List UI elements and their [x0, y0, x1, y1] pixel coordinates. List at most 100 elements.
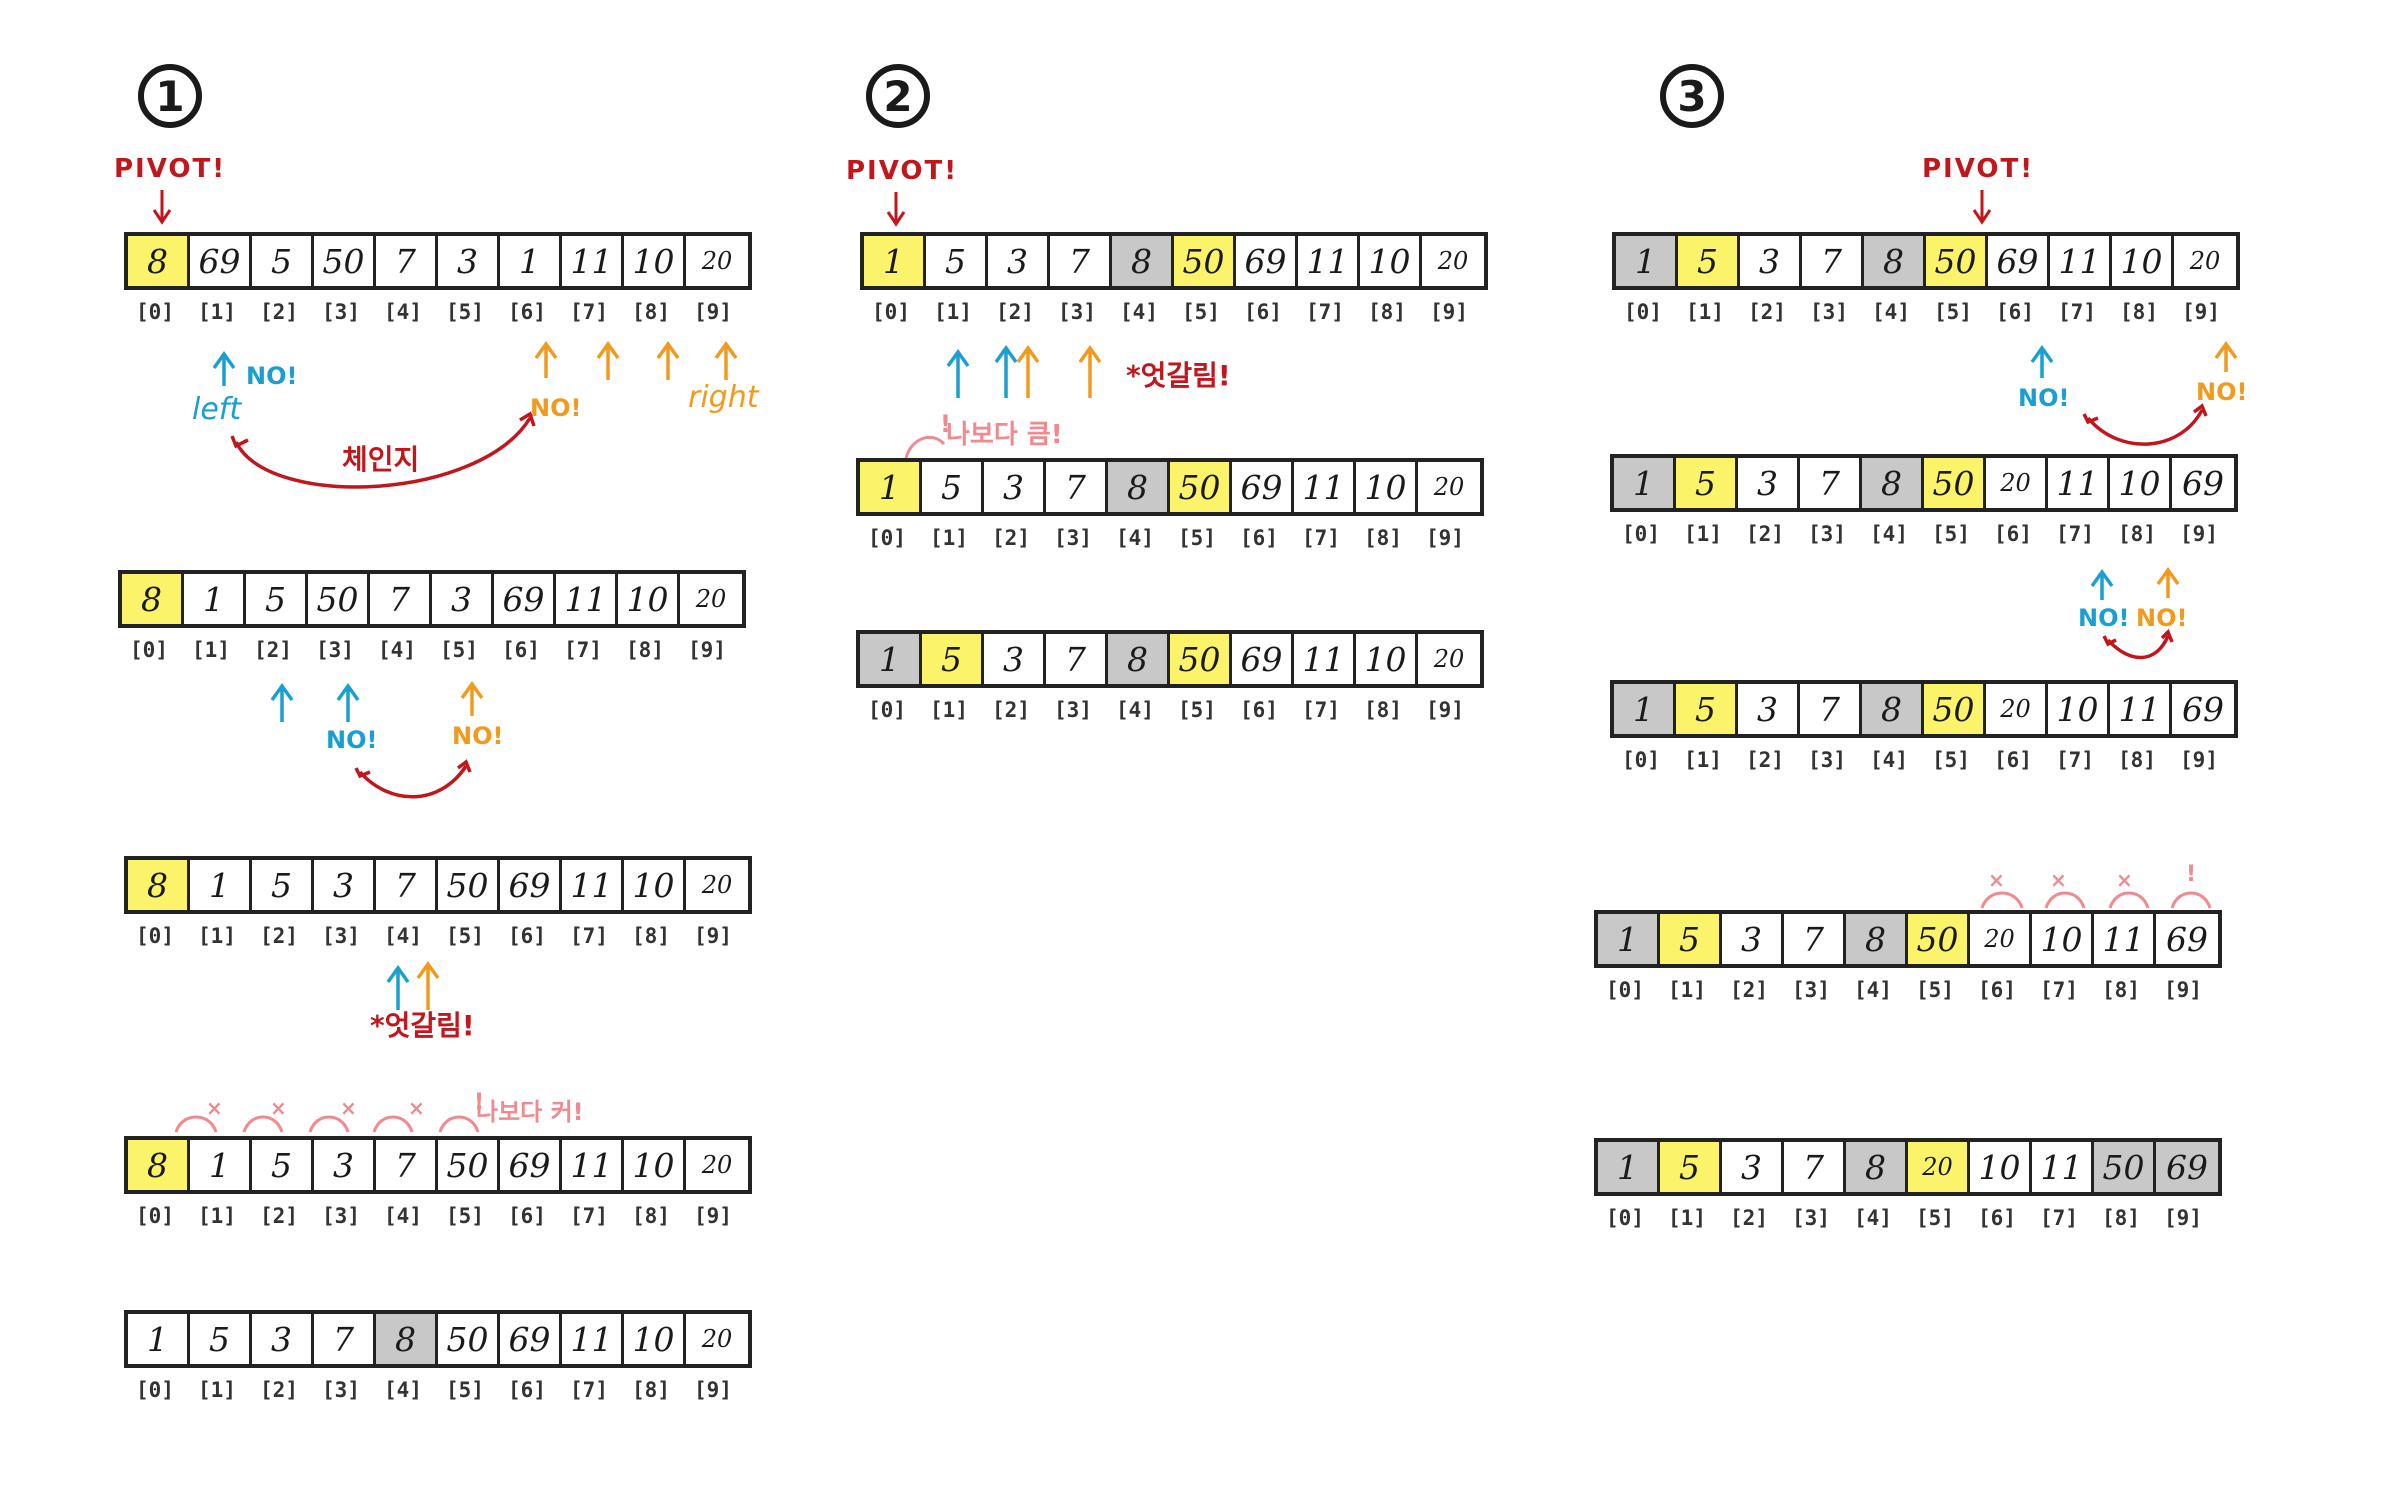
array-cell: 5: [252, 1140, 314, 1190]
array-cell: 7: [1784, 914, 1846, 964]
section-number-3: 3: [1660, 64, 1724, 128]
index-row-1-2: [0][1][2][3][4][5][6][7][8][9]: [118, 638, 738, 662]
array-cell: 50: [438, 1140, 500, 1190]
array-cell: 69: [500, 1314, 562, 1364]
index-label: [9]: [2180, 748, 2218, 772]
array-cell: 8: [128, 860, 190, 910]
array-cell: 69: [1236, 236, 1298, 286]
array-cell: 3: [1722, 914, 1784, 964]
array-cell: 3: [1738, 458, 1800, 508]
index-label: [2]: [1730, 1206, 1768, 1230]
no-label-right-1: NO!: [530, 394, 582, 422]
array-cell: 69: [2182, 463, 2224, 503]
array-cell: 3: [314, 860, 376, 910]
array-cell: 5: [1660, 1142, 1722, 1192]
bigger-label-1: 나보다 커!: [476, 1098, 584, 1126]
array-cell: 8: [1862, 684, 1924, 734]
array-cell: 20: [1433, 645, 1465, 673]
array-cell: 7: [314, 1314, 376, 1364]
array-cell: 69: [1232, 634, 1294, 684]
array-cell: 50: [1174, 236, 1236, 286]
index-label: [6]: [1994, 522, 2032, 546]
exclaim-mark: !: [940, 410, 951, 438]
index-label: [6]: [508, 924, 546, 948]
index-label: [4]: [384, 1378, 422, 1402]
array-cell: 11: [1294, 462, 1356, 512]
array-cell: 5: [252, 236, 314, 286]
array-cell: 10: [1356, 462, 1418, 512]
array-cell: 5: [1676, 458, 1738, 508]
pivot-label-1: PIVOT!: [114, 154, 227, 184]
index-row-3-5: [0][1][2][3][4][5][6][7][8][9]: [1594, 1206, 2214, 1230]
index-label: [9]: [1426, 698, 1464, 722]
array-cell: 8: [1864, 236, 1926, 286]
array-cell: 1: [128, 1314, 190, 1364]
array-cell: 1: [1616, 236, 1678, 286]
index-row-3-1: [0][1][2][3][4][5][6][7][8][9]: [1612, 300, 2232, 324]
array-cell: 7: [376, 236, 438, 286]
index-label: [4]: [1870, 748, 1908, 772]
array-cell: 20: [2189, 247, 2221, 275]
array-cell: 7: [1800, 458, 1862, 508]
index-label: [8]: [632, 300, 670, 324]
array-cell: 20: [701, 1151, 733, 1179]
array-cell: 5: [922, 634, 984, 684]
array-cell: 7: [376, 860, 438, 910]
array-cell: 10: [1356, 634, 1418, 684]
pivot-label-3: PIVOT!: [1922, 154, 2035, 184]
x-mark: ×: [2050, 868, 2067, 892]
array-cell: 20: [695, 585, 727, 613]
index-label: [3]: [1058, 300, 1096, 324]
index-label: [5]: [446, 1378, 484, 1402]
array-cell: 50: [2094, 1142, 2156, 1192]
index-label: [7]: [2040, 978, 2078, 1002]
index-label: [0]: [136, 924, 174, 948]
exclaim-mark: !: [474, 1090, 485, 1115]
index-label: [6]: [1240, 698, 1278, 722]
index-label: [3]: [322, 300, 360, 324]
index-label: [9]: [694, 300, 732, 324]
index-label: [7]: [564, 638, 602, 662]
index-label: [9]: [1430, 300, 1468, 324]
array-cell: 10: [624, 236, 686, 286]
array-cell: 10: [2110, 458, 2172, 508]
bigger-label-2: 나보다 큼!: [946, 420, 1063, 450]
x-mark: ×: [1988, 868, 2005, 892]
array-cell: 1: [184, 574, 246, 624]
index-row-3-2: [0][1][2][3][4][5][6][7][8][9]: [1610, 522, 2230, 546]
index-label: [0]: [1622, 522, 1660, 546]
index-label: [6]: [1996, 300, 2034, 324]
index-label: [3]: [1810, 300, 1848, 324]
array-cell: 11: [562, 860, 624, 910]
array-cell: 3: [432, 574, 494, 624]
index-label: [8]: [1368, 300, 1406, 324]
pivot-label-2: PIVOT!: [846, 156, 959, 186]
index-label: [6]: [502, 638, 540, 662]
index-label: [0]: [872, 300, 910, 324]
array-cell: 50: [1924, 684, 1986, 734]
array-cell: 3: [314, 1140, 376, 1190]
array-cell: 20: [1433, 473, 1465, 501]
index-row-1-5: [0][1][2][3][4][5][6][7][8][9]: [124, 1378, 744, 1402]
crossed-label-2: *엇갈림!: [1126, 359, 1231, 392]
section-number-2: 2: [866, 64, 930, 128]
array-cell: 7: [1050, 236, 1112, 286]
array-cell: 5: [190, 1314, 252, 1364]
left-pointer-arrows: [212, 344, 2114, 1010]
index-label: [0]: [1624, 300, 1662, 324]
no-label-left-1: NO!: [246, 362, 298, 390]
index-label: [1]: [192, 638, 230, 662]
x-mark: ×: [206, 1096, 223, 1120]
array-cell: 10: [2032, 914, 2094, 964]
index-label: [9]: [688, 638, 726, 662]
array-cell: 1: [864, 236, 926, 286]
index-label: [8]: [2102, 978, 2140, 1002]
index-label: [3]: [322, 924, 360, 948]
array-cell: 50: [1170, 462, 1232, 512]
index-label: [5]: [1932, 522, 1970, 546]
